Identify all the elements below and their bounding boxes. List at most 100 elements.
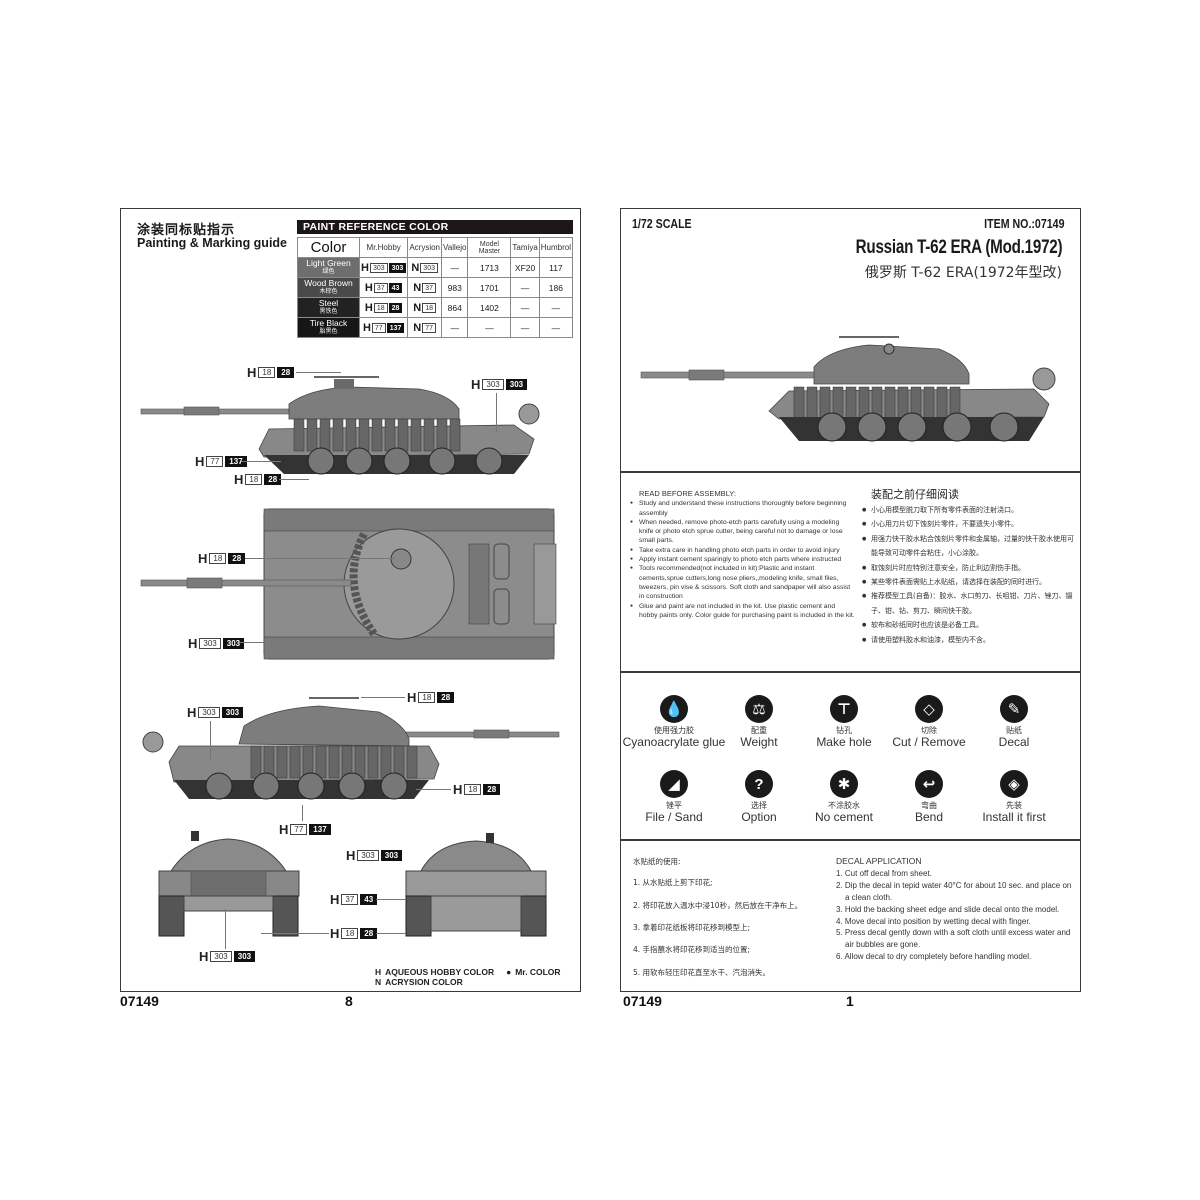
decal-step-cn: 3. 拿着印花纸板将印花移到模型上;	[633, 923, 751, 932]
instruction-item-cn: 小心用模型脱刀取下所有零件表面的注射浇口。	[861, 503, 1076, 518]
bend-icon: ↩	[915, 770, 943, 798]
painting-guide-page: 涂装同标贴指示 Painting & Marking guide PAINT R…	[120, 208, 581, 992]
decal-heading: DECAL APPLICATION	[836, 856, 922, 866]
decal-heading-cn: 水贴纸的使用:	[633, 857, 681, 866]
symbol-label-cn: 切除	[921, 726, 937, 735]
decal-icon: ✎	[1000, 695, 1028, 723]
leader-line	[241, 461, 281, 462]
model-master-code: 1713	[467, 257, 512, 278]
leader-line	[261, 933, 329, 934]
symbol-label-en: No cement	[814, 810, 874, 824]
section-divider	[621, 839, 1080, 841]
instruction-item-cn: 请使用塑料胶水和油漆，模型内不含。	[861, 633, 1076, 648]
tank-side-view-right	[142, 697, 560, 800]
glue-drop-icon: 💧	[660, 695, 688, 723]
decal-instructions-en: DECAL APPLICATION 1. Cut off decal from …	[836, 856, 1076, 963]
symbol-label-en: Decal	[998, 735, 1030, 749]
humbrol-code: 117	[538, 257, 574, 278]
model-master-code: 1402	[467, 297, 512, 318]
item-number: ITEM NO.:07149	[983, 217, 1064, 231]
vallejo-code: 864	[441, 297, 469, 318]
column-header: Mr.Hobby	[358, 237, 409, 258]
decal-step-cn: 1. 从水贴纸上剪下印花;	[633, 878, 713, 887]
column-header: Model Master	[467, 237, 512, 258]
drill-icon: ⊤	[830, 695, 858, 723]
symbol-label-cn: 弯曲	[921, 801, 937, 810]
leader-line	[210, 721, 211, 761]
instruction-item-cn: 某些零件表面需贴上水贴纸，请选择在装配的同时进行。	[861, 575, 1076, 590]
symbol-label-en: Cyanoacrylate glue	[622, 735, 726, 749]
symbol-label-en: Install it first	[982, 810, 1046, 824]
decal-step-cn: 5. 用软布轻压印花直至水干、汽泡消失。	[633, 968, 771, 977]
instruction-item: Study and understand these instructions …	[629, 499, 855, 518]
paint-reference-header: PAINT REFERENCE COLOR	[297, 220, 573, 234]
tank-rear-view	[405, 833, 547, 937]
humbrol-code: —	[538, 297, 574, 318]
instruction-item: Take extra care in handling photo etch p…	[629, 546, 855, 556]
tank-front-view	[158, 831, 300, 937]
guide-title-cn: 涂装同标贴指示	[137, 223, 236, 238]
tamiya-code: XF20	[510, 257, 540, 278]
tank-cover-illustration	[640, 336, 1056, 442]
symbol-label-cn: 不涂胶水	[828, 801, 860, 810]
cover-page: 1/72 SCALE ITEM NO.:07149 Russian T-62 E…	[620, 208, 1081, 992]
model-master-code: —	[467, 317, 512, 338]
column-header: Acrysion	[407, 237, 443, 258]
paint-reference-table: PAINT REFERENCE COLOR Color Mr.Hobby Acr…	[297, 220, 574, 338]
decal-step: 1. Cut off decal from sheet.	[836, 868, 932, 878]
instruction-item-cn: 用强力快干胶水粘合蚀刻片零件和金属轴，过量的快干胶水使用可能导致可动零件会粘住，…	[861, 532, 1076, 561]
symbol-label-en: Option	[741, 810, 777, 824]
instruction-item-cn: 推荐模型工具(自备)：胶水、水口剪刀、长咀钳、刀片、锉刀、镊子、钳、钻、剪刀、瞬…	[861, 589, 1076, 618]
instruction-item-cn: 软布和砂纸同时也应该是必备工具。	[861, 618, 1076, 633]
instruction-item: Tools recommended(not included in kit):P…	[629, 564, 855, 601]
leader-line	[361, 697, 405, 698]
symbol-label-en: Cut / Remove	[892, 735, 966, 749]
symbol-label-cn: 锉平	[666, 801, 682, 810]
tamiya-code: —	[510, 297, 540, 318]
left-footer-item: 07149	[120, 993, 159, 1009]
install-first-icon: ◈	[1000, 770, 1028, 798]
vallejo-code: 983	[441, 277, 469, 298]
section-divider	[621, 671, 1080, 673]
file-icon: ◢	[660, 770, 688, 798]
right-footer-page: 1	[846, 993, 854, 1009]
product-title: Russian T-62 ERA (Mod.1972)	[855, 237, 1062, 258]
symbol-label-cn: 贴纸	[1006, 726, 1022, 735]
decal-step-cn: 4. 手指蘸水将印花移到适当的位置;	[633, 945, 751, 954]
paint-table: Color Mr.Hobby Acrysion Vallejo Model Ma…	[297, 237, 574, 338]
read-before-heading: READ BEFORE ASSEMBLY:	[639, 489, 736, 498]
decal-step: 2. Dip the decal in tepid water 40°C for…	[836, 880, 1072, 902]
leader-line	[279, 479, 309, 480]
column-header: Vallejo	[441, 237, 469, 258]
tank-side-view-left	[140, 376, 540, 475]
symbol-label-en: Bend	[914, 810, 944, 824]
tank-top-view	[140, 508, 557, 660]
product-title-cn: 俄罗斯 T-62 ERA(1972年型改)	[864, 265, 1062, 281]
instruction-item-cn: 取蚀刻片时应特别注意安全，防止利边割伤手指。	[861, 561, 1076, 576]
section-divider	[621, 471, 1080, 473]
